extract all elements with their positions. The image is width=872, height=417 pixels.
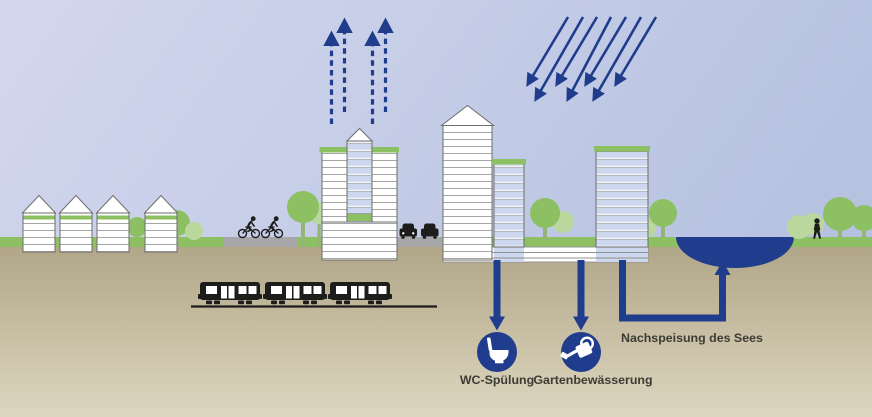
- rain-arrows-icon: [526, 16, 658, 102]
- lake-icon: [676, 237, 794, 268]
- trees-center: [530, 198, 677, 240]
- evaporation-arrows-icon: [329, 33, 388, 124]
- house-icon: [21, 194, 57, 253]
- house-icon: [143, 194, 179, 253]
- wc-flushing-label: WC-Spülung: [459, 373, 535, 387]
- house-icon: [58, 194, 94, 253]
- pipe-arrow-icon: [619, 260, 731, 322]
- garden-irrigation-label: Gartenbewässerung: [533, 373, 653, 387]
- building-icon: [440, 104, 495, 261]
- bike-path: [224, 237, 298, 247]
- row-houses: [21, 194, 179, 253]
- pipe-arrow-icon: [489, 260, 505, 331]
- watering-can-icon: [560, 332, 601, 372]
- building-icon: [319, 127, 399, 261]
- evaporation-arrowheads: [323, 17, 394, 46]
- trees-right: [787, 197, 872, 239]
- pipe-arrow-icon: [573, 260, 589, 331]
- pedestrian-icon: [813, 218, 821, 239]
- lake-replenishment-label: Nachspeisung des Sees: [621, 331, 763, 345]
- house-icon: [95, 194, 131, 253]
- ground: [0, 247, 872, 417]
- wc-icon: [477, 332, 517, 372]
- street: [394, 237, 443, 247]
- building-icon: [492, 159, 526, 248]
- building-icon: [594, 146, 650, 248]
- car-icon: [399, 223, 417, 239]
